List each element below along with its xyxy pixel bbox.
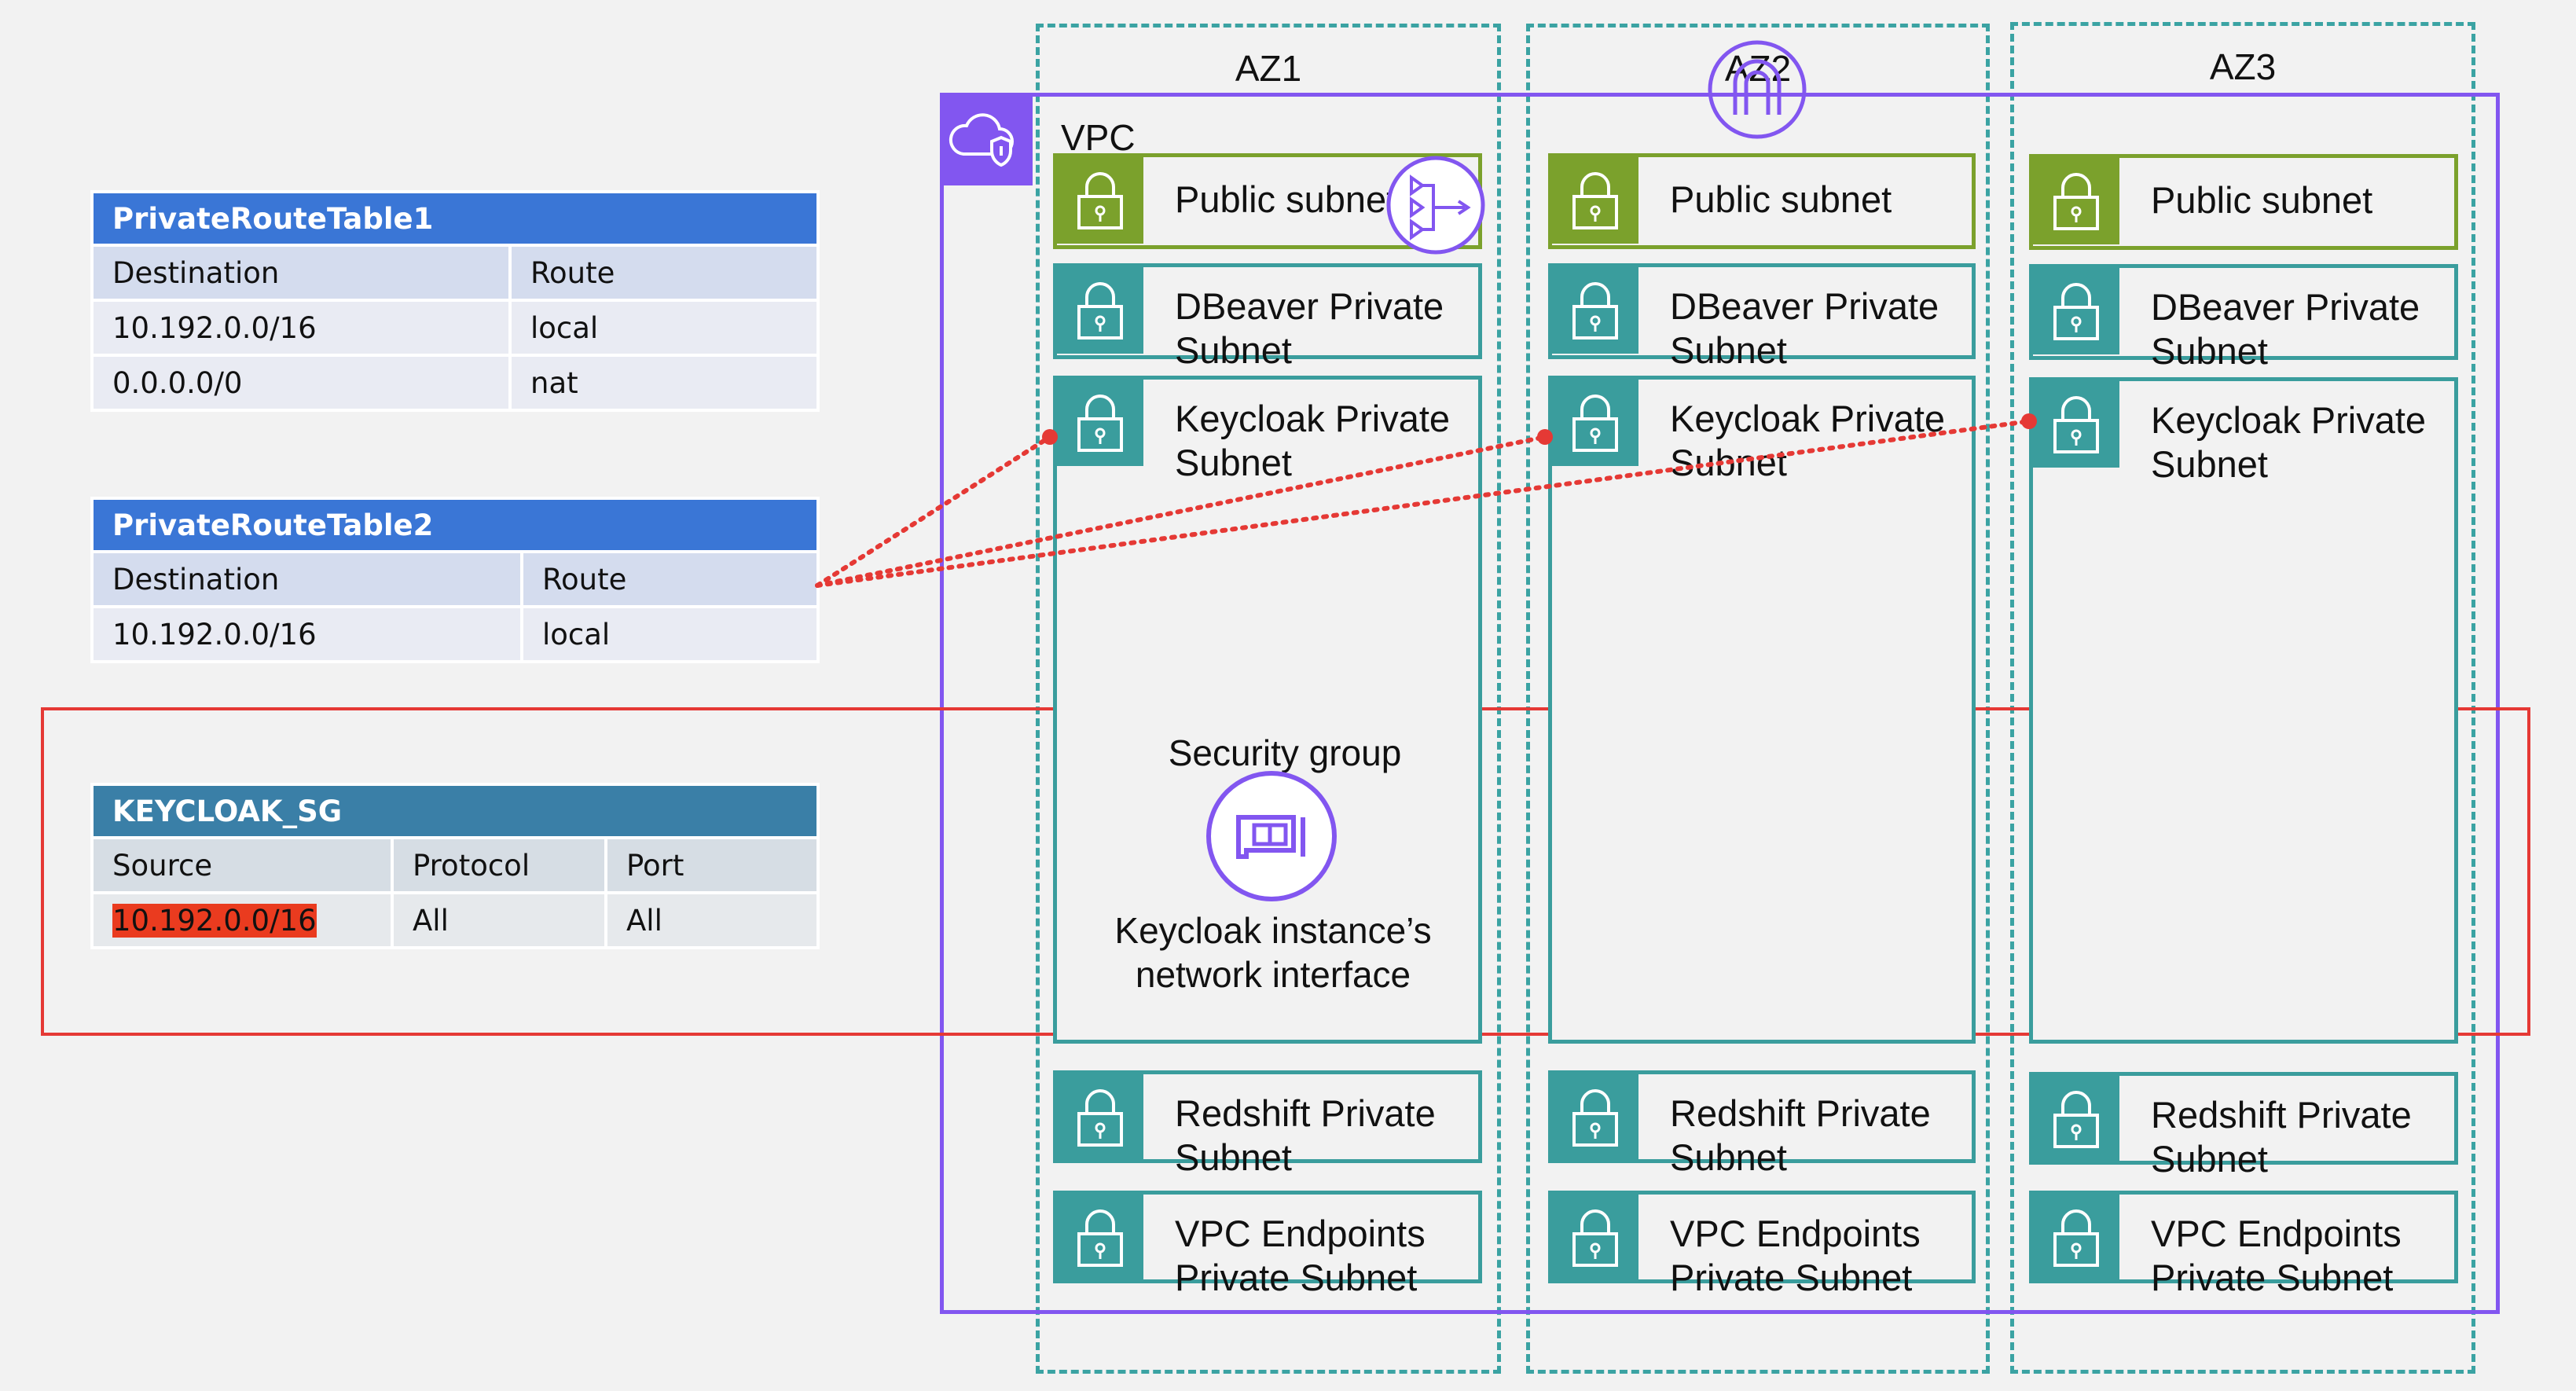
association-endpoint-az3	[2021, 413, 2037, 429]
keycloak-subnet-az3: Keycloak Private Subnet	[2029, 377, 2458, 1044]
route-table-2-header-destination: Destination	[94, 553, 520, 605]
route-association-line-az2	[815, 435, 1547, 588]
vpc-endpoints-subnet-az3: VPC Endpoints Private Subnet	[2029, 1191, 2458, 1298]
lock-icon	[1552, 1074, 1638, 1161]
route-table-1: PrivateRouteTable1 Destination Route 10.…	[90, 190, 820, 412]
lock-icon	[2033, 268, 2119, 354]
association-endpoint-az1	[1042, 429, 1058, 445]
table-row: 10.192.0.0/16 local	[94, 608, 816, 660]
highlighted-source-cidr: 10.192.0.0/16	[112, 903, 317, 938]
table-cell: local	[512, 302, 816, 354]
subnet-label: Redshift Private Subnet	[2151, 1094, 2412, 1180]
subnet-label: DBeaver Private Subnet	[2151, 286, 2420, 372]
table-cell: 10.192.0.0/16	[94, 302, 508, 354]
association-endpoint-az2	[1537, 429, 1553, 445]
nat-gateway-icon	[1385, 154, 1487, 256]
table-cell: 10.192.0.0/16	[94, 894, 391, 946]
lock-icon	[1057, 157, 1143, 244]
route-table-2-title: PrivateRouteTable2	[94, 500, 816, 550]
vpc-cloud-icon	[940, 93, 1033, 185]
redshift-subnet-az1: Redshift Private Subnet	[1053, 1070, 1482, 1178]
table-row: 0.0.0.0/0 nat	[94, 357, 816, 409]
az-column-3	[2010, 22, 2475, 1374]
lock-icon	[2033, 381, 2119, 468]
lock-icon	[1552, 1195, 1638, 1281]
network-interface-icon	[1204, 769, 1339, 904]
public-subnet-az2: Public subnet	[1548, 153, 1976, 249]
subnet-label: VPC Endpoints Private Subnet	[1175, 1213, 1426, 1298]
subnet-label: VPC Endpoints Private Subnet	[2151, 1213, 2402, 1298]
az-label-1: AZ1	[1235, 48, 1302, 89]
route-table-2-header-route: Route	[523, 553, 816, 605]
subnet-label: Keycloak Private Subnet	[1175, 398, 1451, 483]
security-group-table-title: KEYCLOAK_SG	[94, 786, 816, 836]
internet-gateway-icon	[1707, 39, 1807, 140]
lock-icon	[1057, 380, 1143, 466]
lock-icon	[1057, 1074, 1143, 1161]
security-group-label: Security group	[1168, 732, 1402, 773]
subnet-label: Redshift Private Subnet	[1670, 1092, 1931, 1178]
keycloak-subnet-az1: Keycloak Private Subnet	[1053, 376, 1482, 1044]
dbeaver-subnet-az3: DBeaver Private Subnet	[2029, 264, 2458, 372]
table-row: 10.192.0.0/16 local	[94, 302, 816, 354]
lock-icon	[1552, 380, 1638, 466]
lock-icon	[1057, 1195, 1143, 1281]
vpc-label: VPC	[1061, 117, 1136, 158]
lock-icon	[2033, 1076, 2119, 1162]
security-group-table: KEYCLOAK_SG Source Protocol Port 10.192.…	[90, 783, 820, 949]
lock-icon	[2033, 158, 2119, 244]
route-association-line-az3	[815, 419, 2031, 588]
lock-icon	[2033, 1195, 2119, 1281]
table-cell: All	[394, 894, 604, 946]
dbeaver-subnet-az1: DBeaver Private Subnet	[1053, 263, 1482, 371]
redshift-subnet-az2: Redshift Private Subnet	[1548, 1070, 1976, 1178]
az-column-2	[1526, 24, 1990, 1374]
az-column-1	[1036, 24, 1501, 1374]
sg-header-port: Port	[607, 839, 816, 891]
table-cell: 10.192.0.0/16	[94, 608, 520, 660]
table-row: 10.192.0.0/16 All All	[94, 894, 816, 946]
table-cell: nat	[512, 357, 816, 409]
vpc-endpoints-subnet-az1: VPC Endpoints Private Subnet	[1053, 1191, 1482, 1298]
route-table-1-title: PrivateRouteTable1	[94, 193, 816, 244]
redshift-subnet-az3: Redshift Private Subnet	[2029, 1072, 2458, 1180]
subnet-label: Public subnet	[1175, 178, 1397, 220]
sg-header-protocol: Protocol	[394, 839, 604, 891]
route-table-1-header-route: Route	[512, 247, 816, 299]
route-table-2: PrivateRouteTable2 Destination Route 10.…	[90, 497, 820, 663]
az-label-3: AZ3	[2209, 46, 2277, 87]
table-cell: local	[523, 608, 816, 660]
keycloak-subnet-az2: Keycloak Private Subnet	[1548, 376, 1976, 1044]
route-table-1-header-destination: Destination	[94, 247, 508, 299]
sg-header-source: Source	[94, 839, 391, 891]
route-association-line-az1	[815, 435, 1052, 588]
subnet-label: Redshift Private Subnet	[1175, 1092, 1436, 1178]
lock-icon	[1057, 267, 1143, 354]
subnet-label: Keycloak Private Subnet	[2151, 399, 2427, 485]
table-cell: 0.0.0.0/0	[94, 357, 508, 409]
dbeaver-subnet-az2: DBeaver Private Subnet	[1548, 263, 1976, 371]
subnet-label: DBeaver Private Subnet	[1175, 285, 1444, 371]
security-group-description: Keycloak instance’s network interface	[1114, 910, 1432, 995]
lock-icon	[1552, 157, 1638, 244]
subnet-label: DBeaver Private Subnet	[1670, 285, 1939, 371]
table-cell: All	[607, 894, 816, 946]
subnet-label: Public subnet	[2151, 179, 2373, 221]
vpc-endpoints-subnet-az2: VPC Endpoints Private Subnet	[1548, 1191, 1976, 1298]
subnet-label: VPC Endpoints Private Subnet	[1670, 1213, 1921, 1298]
vpc-boundary	[940, 93, 2500, 1314]
subnet-label: Public subnet	[1670, 178, 1892, 220]
public-subnet-az3: Public subnet	[2029, 154, 2458, 250]
lock-icon	[1552, 267, 1638, 354]
